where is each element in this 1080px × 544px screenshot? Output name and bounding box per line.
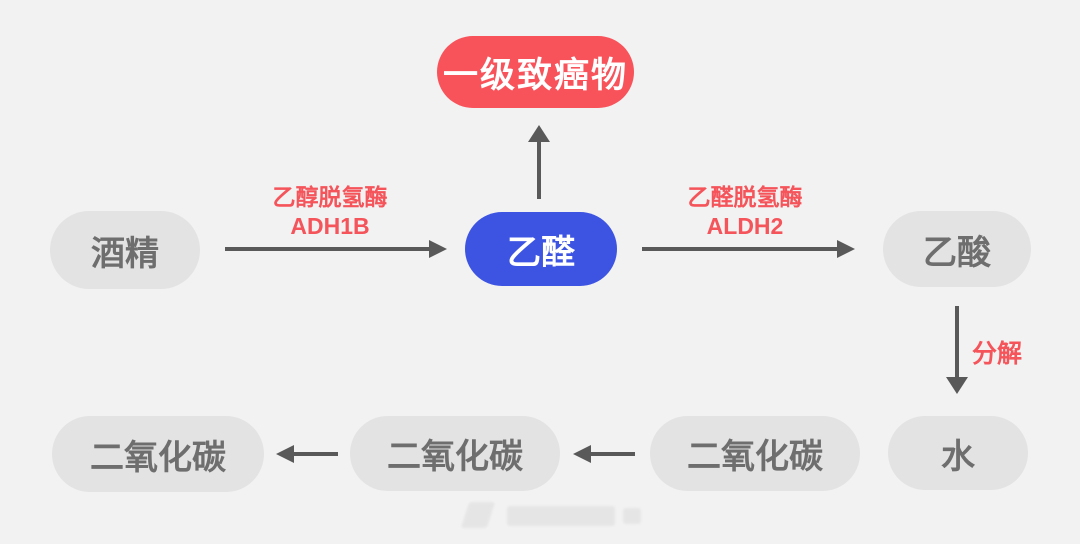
- node-water: 水: [888, 416, 1028, 490]
- edge-label-aldh2-line1: 乙醛脱氢酶: [687, 184, 803, 210]
- edge-label-adh1b-line2: ADH1B: [290, 212, 370, 239]
- node-co2-left-label: 二氧化碳: [90, 438, 226, 477]
- watermark-shape: [460, 502, 496, 528]
- edge-label-adh1b: 乙醇脱氢酶 ADH1B: [230, 183, 430, 241]
- node-alcohol-label: 酒精: [91, 234, 159, 273]
- watermark-shape: [623, 508, 641, 524]
- arrow-co2-middle-to-left: [276, 445, 338, 463]
- arrow-acetaldehyde-to-acetic-acid: [642, 240, 855, 258]
- node-acetaldehyde-label: 乙醛: [507, 233, 575, 272]
- arrow-line: [955, 306, 959, 378]
- node-acetic-acid: 乙酸: [883, 211, 1031, 287]
- arrow-head-left-icon: [276, 445, 294, 463]
- arrow-line: [225, 247, 430, 251]
- edge-label-decompose: 分解: [972, 340, 1023, 368]
- arrow-line: [589, 452, 635, 456]
- watermark-shape: [507, 506, 615, 526]
- arrow-line: [642, 247, 838, 251]
- arrow-head-left-icon: [573, 445, 591, 463]
- node-co2-middle-label: 二氧化碳: [387, 438, 523, 476]
- arrow-head-up-icon: [528, 125, 550, 142]
- arrow-head-down-icon: [946, 377, 968, 394]
- node-acetaldehyde: 乙醛: [465, 212, 617, 286]
- edge-label-adh1b-line1: 乙醇脱氢酶: [272, 184, 388, 210]
- node-carcinogen-label: 一级致癌物: [442, 55, 628, 95]
- node-alcohol: 酒精: [50, 211, 200, 289]
- node-co2-middle: 二氧化碳: [350, 416, 560, 491]
- node-co2-right-label: 二氧化碳: [687, 438, 823, 476]
- edge-label-aldh2: 乙醛脱氢酶 ALDH2: [645, 183, 845, 241]
- watermark: [455, 500, 650, 532]
- edge-label-aldh2-line2: ALDH2: [706, 212, 784, 239]
- arrow-head-right-icon: [429, 240, 447, 258]
- arrow-line: [537, 138, 541, 199]
- node-acetic-acid-label: 乙酸: [923, 233, 991, 272]
- node-co2-left: 二氧化碳: [52, 416, 264, 492]
- arrow-co2-right-to-middle: [573, 445, 635, 463]
- arrow-acetic-acid-to-water: [946, 306, 968, 394]
- arrow-acetaldehyde-to-carcinogen: [528, 125, 550, 199]
- node-carcinogen: 一级致癌物: [437, 36, 634, 108]
- node-water-label: 水: [941, 437, 975, 476]
- node-co2-right: 二氧化碳: [650, 416, 860, 491]
- arrow-line: [292, 452, 338, 456]
- arrow-head-right-icon: [837, 240, 855, 258]
- arrow-alcohol-to-acetaldehyde: [225, 240, 447, 258]
